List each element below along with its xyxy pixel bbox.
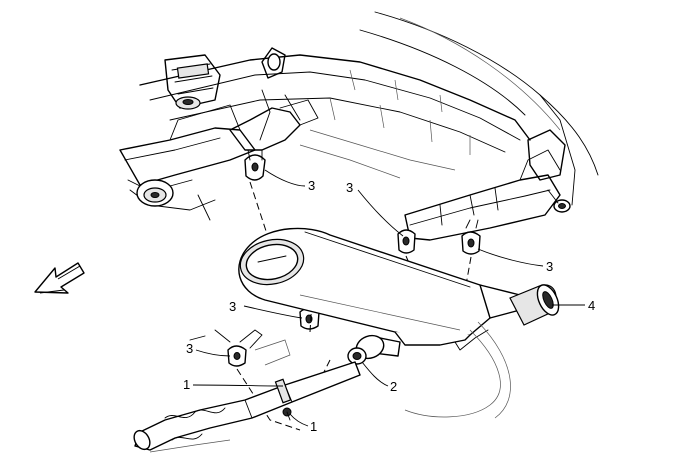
callout-1-clamp-lower: 1 <box>310 419 317 434</box>
hanger-insulator-lower-left <box>189 329 291 367</box>
callout-2-flange: 2 <box>390 379 397 394</box>
tailpipe-tip <box>509 284 560 326</box>
callout-4-tailpipe: 4 <box>588 298 595 313</box>
hanger-insulator-right-outer <box>397 229 416 254</box>
hanger-insulator-upper-left <box>244 149 266 181</box>
front-direction-arrow-icon <box>34 262 85 294</box>
callout-labels: 3 3 3 3 3 4 1 2 1 <box>183 178 595 434</box>
callout-leaders <box>192 169 585 427</box>
callout-3-muffler: 3 <box>229 299 236 314</box>
muffler-assembly <box>133 227 560 453</box>
pipe-flange <box>347 334 385 365</box>
intermediate-pipe <box>133 361 361 453</box>
callout-1-clamp-upper: 1 <box>183 377 190 392</box>
callout-3-right-outer: 3 <box>346 180 353 195</box>
vehicle-underbody <box>119 11 599 241</box>
callout-3-right-inner: 3 <box>546 259 553 274</box>
callout-3-lower-left: 3 <box>186 341 193 356</box>
hanger-insulator-right-inner <box>461 219 481 255</box>
callout-3-upper-left: 3 <box>308 178 315 193</box>
